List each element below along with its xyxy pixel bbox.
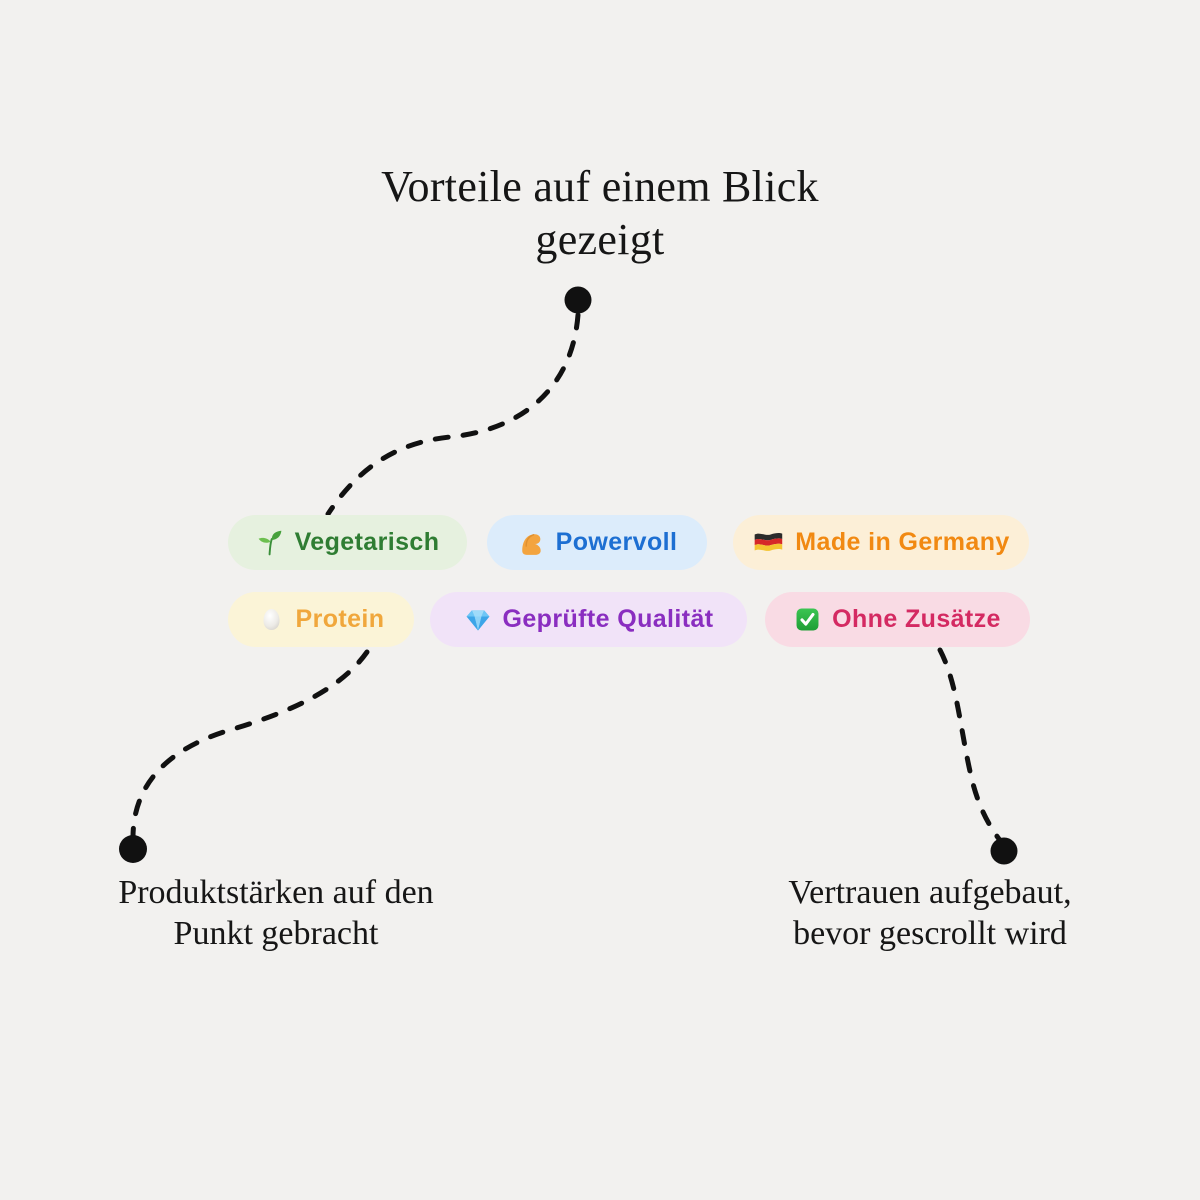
gem-icon bbox=[464, 606, 492, 634]
connector-badges-to-right-caption bbox=[937, 647, 1005, 846]
badge-protein: Protein bbox=[228, 592, 414, 647]
dot-left-caption bbox=[119, 835, 147, 863]
badge-label: Powervoll bbox=[555, 528, 678, 556]
badge-ohne-zusaetze: Ohne Zusätze bbox=[765, 592, 1030, 647]
flexed-biceps-icon bbox=[517, 529, 545, 557]
caption-right-line-2: bevor gescrollt wird bbox=[793, 915, 1067, 952]
caption-left-line-1: Produktstärken auf den bbox=[118, 874, 434, 911]
badge-label: Geprüfte Qualität bbox=[502, 605, 714, 633]
badge-vegetarisch: Vegetarisch bbox=[228, 515, 467, 570]
dot-title bbox=[564, 286, 592, 314]
badge-made-in-germany: Made in Germany bbox=[733, 515, 1029, 570]
caption-bottom-right: Vertrauen aufgebaut, bevor gescrollt wir… bbox=[680, 872, 1180, 954]
badge-gepruefte-qualitaet: Geprüfte Qualität bbox=[430, 592, 747, 647]
title-line-2: gezeigt bbox=[535, 215, 665, 264]
badge-label: Protein bbox=[295, 605, 385, 633]
connector-badges-to-left-caption bbox=[130, 649, 370, 839]
badge-powervoll: Powervoll bbox=[487, 515, 707, 570]
dot-right-caption bbox=[990, 837, 1018, 865]
badge-label: Made in Germany bbox=[795, 528, 1010, 556]
seedling-icon bbox=[256, 529, 284, 557]
connector-title-to-badges bbox=[325, 312, 581, 517]
german-flag-icon bbox=[752, 529, 784, 556]
caption-right-line-1: Vertrauen aufgebaut, bbox=[788, 874, 1072, 911]
caption-bottom-left: Produktstärken auf den Punkt gebracht bbox=[26, 872, 526, 954]
title-line-1: Vorteile auf einem Blick bbox=[381, 162, 819, 211]
check-mark-icon bbox=[794, 606, 821, 633]
egg-icon bbox=[258, 606, 285, 633]
badge-label: Ohne Zusätze bbox=[832, 605, 1001, 633]
page-title: Vorteile auf einem Blick gezeigt bbox=[0, 160, 1200, 266]
badge-label: Vegetarisch bbox=[294, 528, 440, 556]
caption-left-line-2: Punkt gebracht bbox=[173, 915, 379, 952]
